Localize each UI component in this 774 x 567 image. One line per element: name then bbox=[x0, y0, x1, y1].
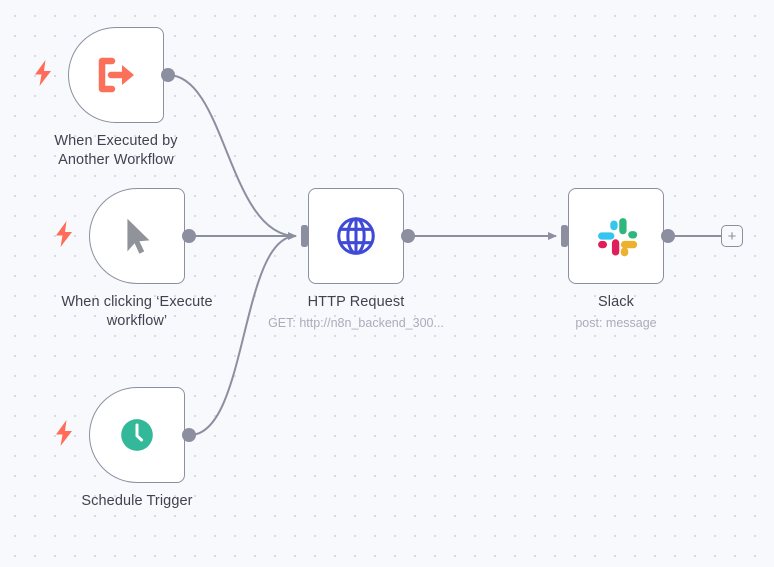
node-http-request[interactable] bbox=[308, 188, 404, 284]
label-line-2: Another Workflow bbox=[58, 152, 174, 168]
node-sublabel-slack: post: message bbox=[501, 315, 731, 331]
lightning-icon bbox=[56, 420, 72, 446]
label-line-1: Schedule Trigger bbox=[81, 493, 193, 509]
trigger-bolt-icon-3 bbox=[54, 420, 74, 446]
label-line-1: When Executed by bbox=[54, 133, 178, 149]
node-when-executed-by-another-workflow[interactable] bbox=[68, 27, 164, 123]
execute-workflow-icon bbox=[69, 28, 163, 122]
lightning-icon bbox=[35, 60, 51, 86]
lightning-icon bbox=[56, 221, 72, 247]
trigger-bolt-icon-1 bbox=[33, 60, 53, 86]
output-port-schedule-trigger[interactable] bbox=[182, 428, 196, 442]
node-when-clicking-execute-workflow[interactable] bbox=[89, 188, 185, 284]
slack-icon bbox=[569, 189, 663, 283]
output-port-http-request[interactable] bbox=[401, 229, 415, 243]
plus-icon: + bbox=[727, 227, 737, 245]
exit-arrow-icon bbox=[98, 57, 134, 93]
http-input-bar bbox=[301, 225, 308, 247]
label-line-2: workflow’ bbox=[106, 313, 168, 329]
node-slack[interactable] bbox=[568, 188, 664, 284]
node-label-when-clicking-execute-workflow: When clicking ‘Execute workflow’ bbox=[37, 293, 237, 331]
sublabel-text: post: message bbox=[575, 316, 657, 330]
clock-icon bbox=[90, 388, 184, 482]
slack-input-bar bbox=[561, 225, 568, 247]
trigger-bolt-icon-2 bbox=[54, 221, 74, 247]
edge-schedule-to-http bbox=[189, 235, 297, 436]
output-port-slack[interactable] bbox=[661, 229, 675, 243]
node-label-when-executed-by-another-workflow: When Executed by Another Workflow bbox=[16, 132, 216, 170]
http-globe-icon bbox=[337, 217, 375, 255]
node-label-http-request: HTTP Request bbox=[256, 293, 456, 312]
add-node-button[interactable]: + bbox=[721, 225, 743, 247]
globe-icon bbox=[309, 189, 403, 283]
node-label-slack: Slack bbox=[516, 293, 716, 312]
node-sublabel-http-request: GET: http://n8n_backend_300... bbox=[241, 315, 471, 331]
slack-logo-icon bbox=[598, 218, 638, 257]
cursor-icon bbox=[90, 189, 184, 283]
label-line-1: Slack bbox=[598, 294, 634, 310]
label-line-1: When clicking ‘Execute bbox=[61, 294, 213, 310]
node-schedule-trigger[interactable] bbox=[89, 387, 185, 483]
sublabel-text: GET: http://n8n_backend_300... bbox=[268, 316, 444, 330]
output-port-clicking-execute[interactable] bbox=[182, 229, 196, 243]
node-label-schedule-trigger: Schedule Trigger bbox=[37, 492, 237, 511]
mouse-pointer-icon bbox=[127, 218, 150, 254]
schedule-clock-icon bbox=[121, 419, 153, 451]
label-line-1: HTTP Request bbox=[307, 294, 405, 310]
output-port-executed-workflow[interactable] bbox=[161, 68, 175, 82]
